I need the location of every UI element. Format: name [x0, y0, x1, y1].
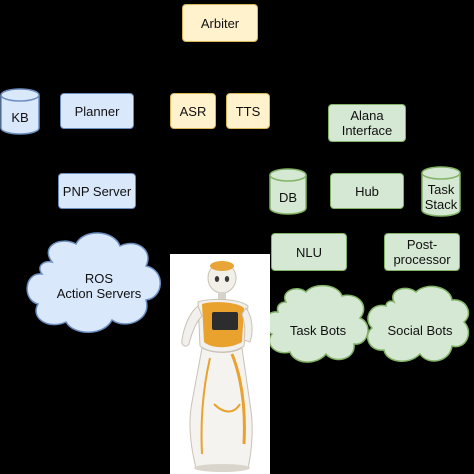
nlu-node: NLU — [271, 233, 347, 271]
arbiter-node: Arbiter — [182, 4, 258, 42]
task-bots-label: Task Bots — [289, 322, 347, 338]
ros-action-servers-label: ROS Action Servers — [56, 271, 142, 301]
kb-label: KB — [11, 109, 29, 125]
post-processor-node: Post- processor — [384, 233, 460, 271]
hub-node: Hub — [330, 173, 404, 209]
hub-label: Hub — [355, 183, 379, 199]
post-processor-label: Post- processor — [393, 237, 451, 267]
asr-node: ASR — [170, 93, 216, 129]
arbiter-label: Arbiter — [200, 15, 240, 31]
db-label: DB — [278, 189, 298, 205]
nlu-label: NLU — [295, 244, 322, 260]
alana-interface-label: Alana Interface — [341, 108, 393, 138]
planner-node: Planner — [60, 93, 134, 129]
asr-label: ASR — [179, 103, 207, 119]
social-bots-label: Social Bots — [387, 322, 453, 338]
robot-photo — [170, 254, 270, 474]
pnp-server-node: PNP Server — [58, 173, 136, 209]
pnp-server-label: PNP Server — [62, 183, 132, 199]
alana-interface-node: Alana Interface — [328, 104, 406, 142]
task-stack-label: Task Stack — [424, 182, 458, 212]
planner-label: Planner — [74, 103, 120, 119]
tts-node: TTS — [226, 93, 270, 129]
tts-label: TTS — [235, 103, 261, 119]
